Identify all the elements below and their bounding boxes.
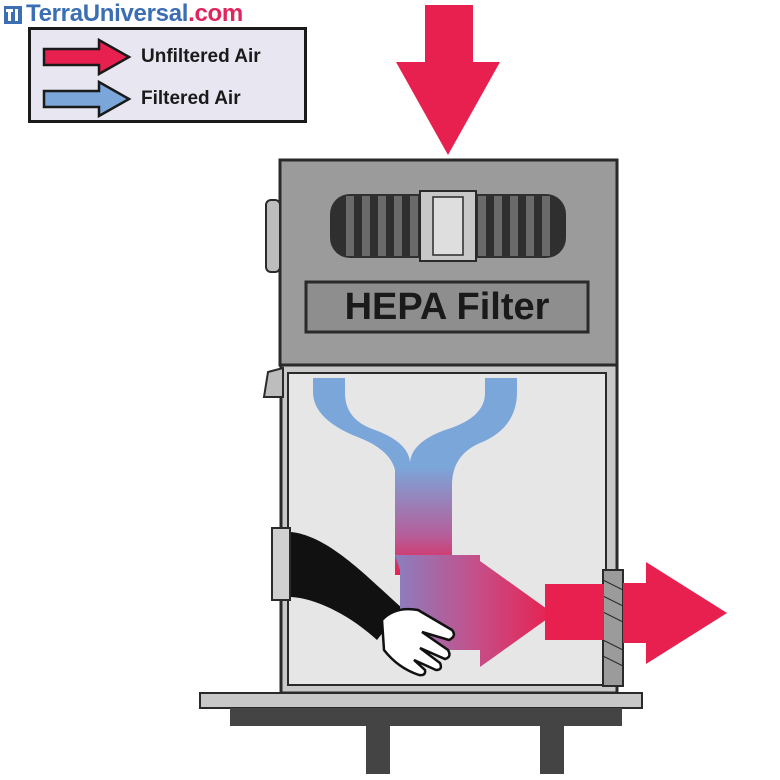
inflow-arrow — [396, 5, 500, 155]
exhaust-grille — [602, 569, 624, 687]
mixed-air-arrow — [395, 555, 554, 667]
filtered-air-flow — [313, 378, 517, 575]
base-plate — [199, 692, 643, 709]
chamber-latch — [262, 366, 284, 398]
terra-logo-icon — [4, 6, 22, 24]
filtered-arrow-icon — [42, 80, 132, 118]
gloved-hand — [380, 607, 456, 677]
unfiltered-arrow-icon — [42, 38, 132, 76]
legend-label-filtered: Filtered Air — [141, 88, 241, 109]
stand-frame — [230, 708, 622, 726]
legend-label-unfiltered: Unfiltered Air — [141, 46, 261, 67]
housing-side-knob — [265, 199, 281, 273]
brand-logo: TerraUniversal.com — [4, 0, 243, 28]
glove-port — [271, 527, 291, 601]
exhaust-arrow-outer — [623, 562, 727, 664]
stand-leg-left — [366, 726, 390, 774]
arm-sleeve — [291, 532, 402, 640]
hepa-filter-label: HEPA Filter — [344, 285, 550, 328]
exhaust-arrow-inner — [545, 584, 604, 640]
blower-fan — [330, 190, 566, 262]
legend-item-filtered: Filtered Air — [41, 80, 241, 118]
brand-tld: .com — [188, 0, 243, 27]
hepa-filter-plate — [304, 280, 590, 334]
legend-item-unfiltered: Unfiltered Air — [41, 38, 261, 76]
legend: Unfiltered Air Filtered Air — [28, 27, 307, 123]
stand-leg-right — [540, 726, 564, 774]
brand-name: TerraUniversal — [26, 0, 189, 27]
